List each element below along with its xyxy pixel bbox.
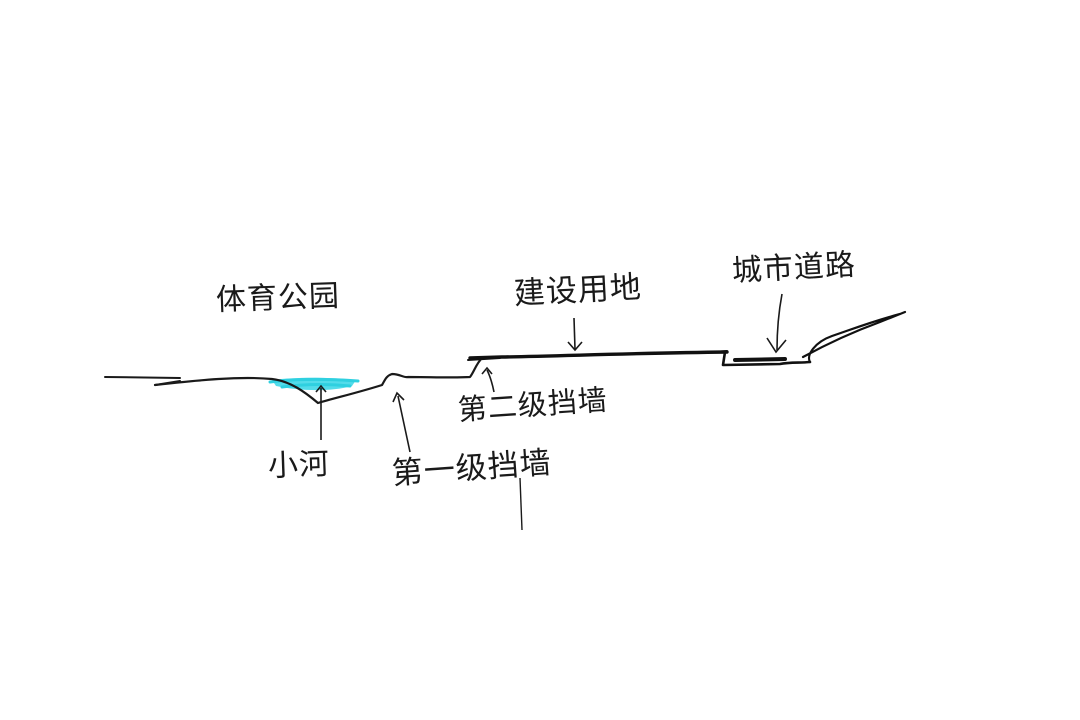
label-urban-road: 城市道路 — [731, 247, 857, 289]
leader-second-wall — [481, 366, 495, 393]
ground-profile-lower — [153, 356, 484, 405]
label-sports-park: 体育公园 — [215, 278, 341, 318]
leader-building-land — [567, 317, 583, 352]
leader-urban-road — [766, 293, 787, 354]
ground-profile-upper — [468, 350, 729, 360]
right-slope — [801, 310, 907, 364]
leader-river — [315, 384, 327, 440]
label-small-river: 小河 — [267, 446, 331, 484]
road-thick-segment — [733, 357, 787, 362]
leader-first-wall — [392, 391, 523, 531]
label-building-land: 建设用地 — [513, 269, 643, 312]
platform-edge-doubled — [467, 350, 728, 361]
road-profile — [721, 350, 812, 367]
